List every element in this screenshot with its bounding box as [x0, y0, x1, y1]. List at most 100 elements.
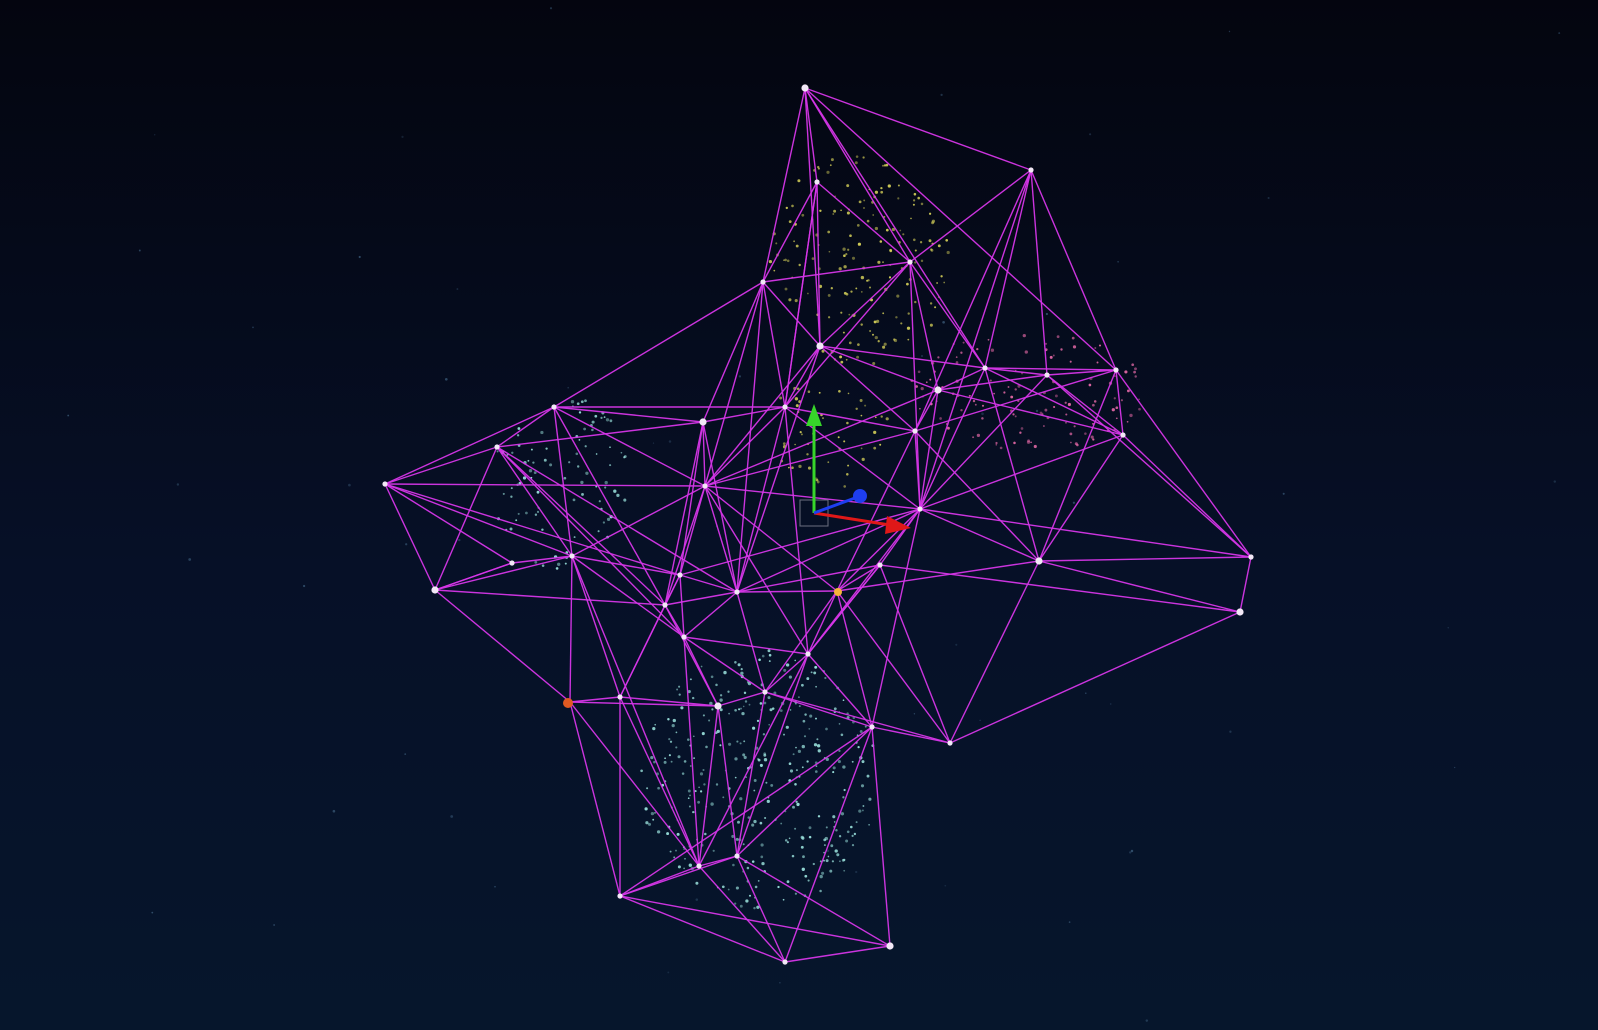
graph-node[interactable]	[662, 602, 668, 608]
graph-edge	[736, 591, 766, 693]
graph-node[interactable]	[1236, 608, 1244, 616]
transform-gizmo[interactable]	[799, 404, 911, 534]
cloud-point	[757, 880, 760, 882]
cloud-point	[810, 671, 813, 674]
cloud-point	[657, 786, 660, 790]
star-point	[252, 326, 254, 329]
cloud-point	[760, 843, 764, 847]
graph-node[interactable]	[1120, 432, 1126, 438]
graph-node[interactable]	[509, 560, 515, 566]
graph-node[interactable]	[917, 506, 923, 512]
cloud-point	[692, 735, 695, 738]
cloud-point	[888, 276, 892, 279]
highlight-node[interactable]	[563, 698, 573, 708]
graph-node[interactable]	[801, 84, 809, 92]
graph-node[interactable]	[762, 689, 768, 695]
star-point	[1267, 196, 1270, 200]
graph-node[interactable]	[816, 342, 824, 350]
cloud-point	[842, 247, 846, 251]
graph-node[interactable]	[982, 365, 988, 371]
cloud-point	[769, 708, 773, 712]
cloud-point	[789, 769, 794, 773]
cloud-point	[843, 254, 846, 258]
graph-node[interactable]	[760, 279, 766, 285]
graph-node[interactable]	[1028, 167, 1034, 173]
cloud-point	[700, 665, 703, 668]
cloud-point	[860, 275, 865, 280]
star-point	[154, 134, 156, 136]
cloud-point	[1094, 346, 1097, 350]
cloud-point	[824, 676, 827, 680]
graph-node[interactable]	[677, 572, 683, 578]
cloud-point	[584, 445, 587, 448]
cloud-point	[528, 469, 533, 473]
cloud-point	[823, 851, 825, 854]
graph-node[interactable]	[714, 702, 722, 710]
graph-node[interactable]	[947, 740, 953, 746]
graph-edge	[984, 367, 1124, 436]
cloud-point	[825, 727, 828, 731]
graph-edge	[879, 508, 921, 566]
cloud-point	[815, 717, 817, 720]
graph-edge	[736, 406, 786, 593]
cloud-point	[872, 361, 876, 366]
star-point	[1045, 312, 1049, 316]
gizmo-x-axis[interactable]	[813, 511, 891, 527]
cloud-point	[796, 387, 800, 391]
graph-node[interactable]	[382, 481, 388, 487]
gizmo-y-arrow-icon[interactable]	[806, 404, 822, 426]
graph-node[interactable]	[1035, 557, 1043, 565]
graph-edge	[619, 604, 666, 698]
graph-node[interactable]	[569, 553, 575, 559]
graph-node[interactable]	[877, 562, 883, 568]
star-point	[1282, 492, 1285, 495]
cloud-point	[734, 708, 737, 712]
cloud-point	[613, 489, 617, 493]
graph-node[interactable]	[912, 428, 918, 434]
graph-node[interactable]	[1044, 372, 1050, 378]
graph-node[interactable]	[681, 634, 687, 640]
star-point	[979, 719, 981, 722]
graph-node[interactable]	[617, 694, 623, 700]
highlight-node[interactable]	[834, 588, 842, 596]
graph-node[interactable]	[494, 444, 500, 450]
graph-node[interactable]	[699, 418, 707, 426]
graph-node[interactable]	[617, 893, 623, 899]
graph-node[interactable]	[734, 853, 740, 859]
graph-node[interactable]	[934, 386, 942, 394]
cloud-point	[773, 691, 777, 695]
graph-node[interactable]	[734, 589, 740, 595]
graph-node[interactable]	[869, 724, 875, 730]
graph-edge	[762, 181, 818, 283]
graph-node[interactable]	[782, 404, 788, 410]
graph-edge	[937, 374, 1048, 391]
cloud-point	[675, 731, 678, 734]
cloud-point	[807, 292, 809, 295]
graph-node[interactable]	[805, 651, 811, 657]
graph-node[interactable]	[696, 863, 702, 869]
cloud-point	[936, 282, 939, 284]
cloud-point	[692, 696, 695, 700]
graph-node[interactable]	[1248, 554, 1254, 560]
cloud-point	[677, 865, 681, 869]
cloud-point	[802, 719, 806, 723]
graph-node[interactable]	[886, 942, 894, 950]
graph-node[interactable]	[551, 404, 557, 410]
graph-node[interactable]	[782, 959, 788, 965]
graph-node[interactable]	[907, 259, 913, 265]
graph-node[interactable]	[1113, 367, 1119, 373]
graph-edge	[1239, 556, 1252, 613]
cloud-point	[1044, 342, 1048, 345]
gizmo-x-arrow-icon[interactable]	[885, 516, 911, 534]
gizmo-z-handle-icon[interactable]	[853, 489, 867, 503]
cloud-point	[698, 786, 700, 789]
gizmo-z-axis[interactable]	[813, 496, 856, 515]
graph-node[interactable]	[814, 179, 820, 185]
graph-node[interactable]	[431, 586, 439, 594]
graph-node[interactable]	[702, 483, 708, 489]
graph-edge	[807, 590, 838, 655]
cloud-point	[1019, 431, 1022, 434]
cloud-point	[917, 370, 921, 374]
